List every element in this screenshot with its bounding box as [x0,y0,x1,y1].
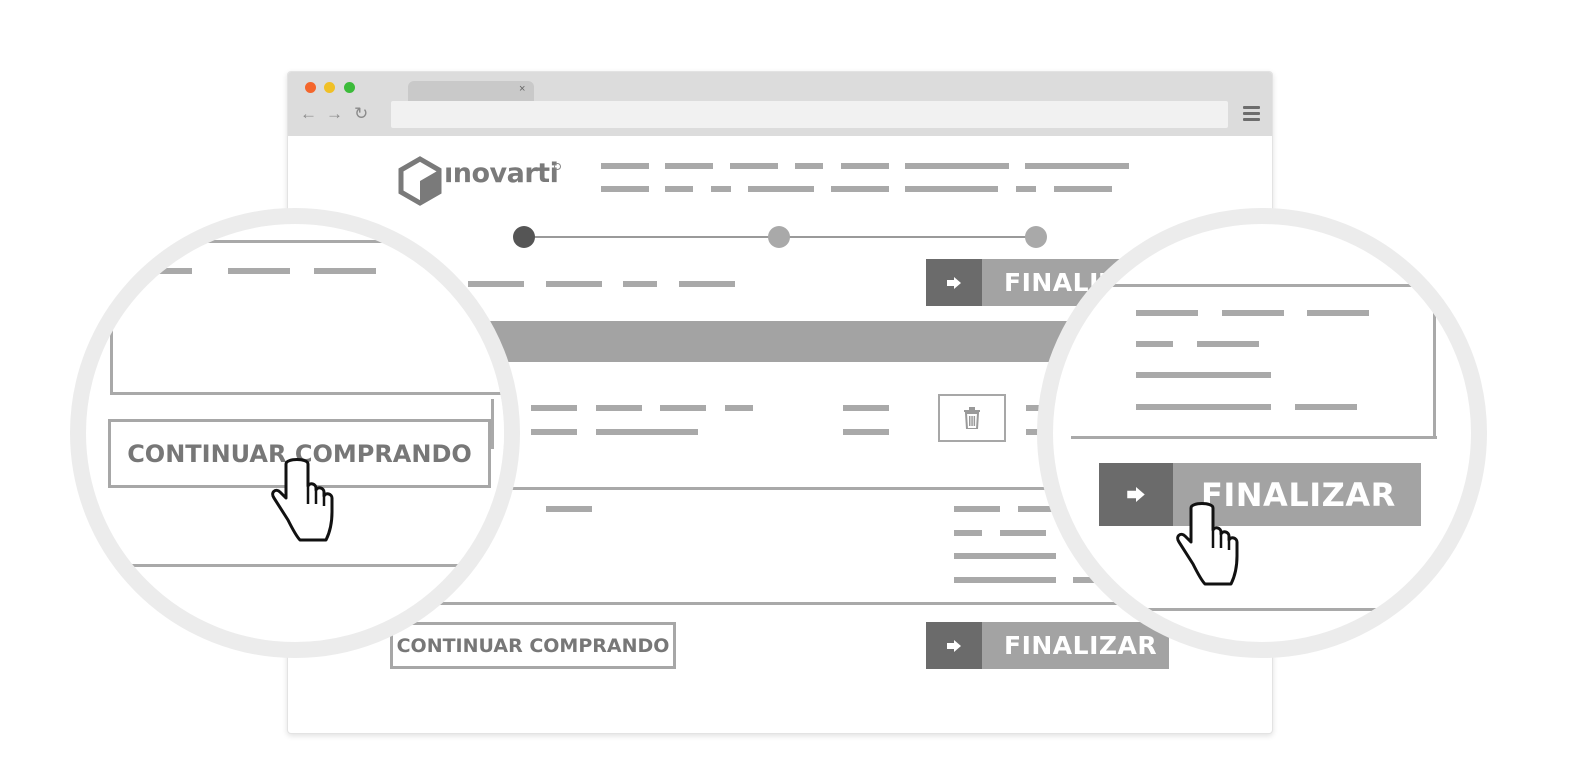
arrow-right-icon [926,259,982,306]
remove-item-button[interactable] [938,394,1006,442]
back-icon[interactable]: ← [300,104,317,123]
logo-hexagon-icon [398,156,442,206]
tab-close-icon[interactable]: × [519,83,526,95]
address-bar[interactable] [391,101,1228,128]
continue-shopping-button-zoomed[interactable]: CONTINUAR COMPRANDO [108,419,491,488]
trash-icon [964,407,980,429]
finalize-button-zoomed[interactable]: FINALIZAR [1099,463,1421,526]
maximize-window-dot[interactable] [344,82,355,93]
browser-chrome: × ← → ↻ [288,72,1272,136]
hand-pointer-icon [271,458,334,542]
reload-icon[interactable]: ↻ [354,104,369,123]
magnifier-left: CONTINUAR COMPRANDO [70,208,520,658]
minimize-window-dot[interactable] [324,82,335,93]
cart-footer-divider [392,602,1168,605]
forward-icon[interactable]: → [326,104,343,123]
checkout-step-1[interactable] [513,226,535,248]
close-window-dot[interactable] [305,82,316,93]
hamburger-menu-icon[interactable] [1243,106,1260,122]
logo-text: ınovarti [444,158,559,189]
hand-pointer-icon [1176,502,1239,586]
cart-divider [392,487,1168,490]
finalize-label: FINALIZAR [1201,475,1396,514]
magnifier-right: FINALIZAR [1037,208,1487,658]
arrow-right-icon [1099,463,1173,526]
checkout-step-3[interactable] [1025,226,1047,248]
browser-tab[interactable] [408,81,534,101]
checkout-step-2[interactable] [768,226,790,248]
continue-shopping-button[interactable]: CONTINUAR COMPRANDO [390,622,676,669]
cart-table-header [392,321,1168,362]
registered-mark [554,163,561,170]
finalize-label: FINALIZAR [1004,631,1158,660]
finalize-button-bottom[interactable]: FINALIZAR [926,622,1169,669]
arrow-right-icon [926,622,982,669]
